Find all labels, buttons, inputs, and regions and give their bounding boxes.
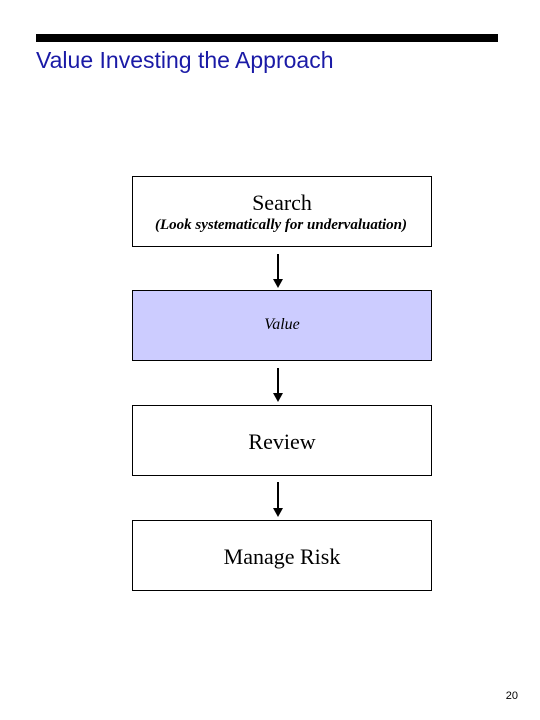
step-review-box: Review xyxy=(132,405,432,476)
arrow-down-icon xyxy=(273,482,283,518)
title-rule xyxy=(36,34,498,42)
step-manage-risk-box: Manage Risk xyxy=(132,520,432,591)
step-manage-risk-label: Manage Risk xyxy=(223,544,341,569)
slide-title: Value Investing the Approach xyxy=(36,47,334,73)
step-value-box: Value xyxy=(132,290,432,361)
arrow-down-icon xyxy=(273,368,283,402)
step-search-label: Search xyxy=(252,190,312,215)
step-review-label: Review xyxy=(248,429,316,454)
page-number: 20 xyxy=(505,690,518,702)
arrow-down-icon xyxy=(273,254,283,288)
step-search-box: Search (Look systematically for underval… xyxy=(132,176,432,247)
step-value-label: Value xyxy=(264,316,300,333)
step-search-sublabel: (Look systematically for undervaluation) xyxy=(154,217,408,233)
